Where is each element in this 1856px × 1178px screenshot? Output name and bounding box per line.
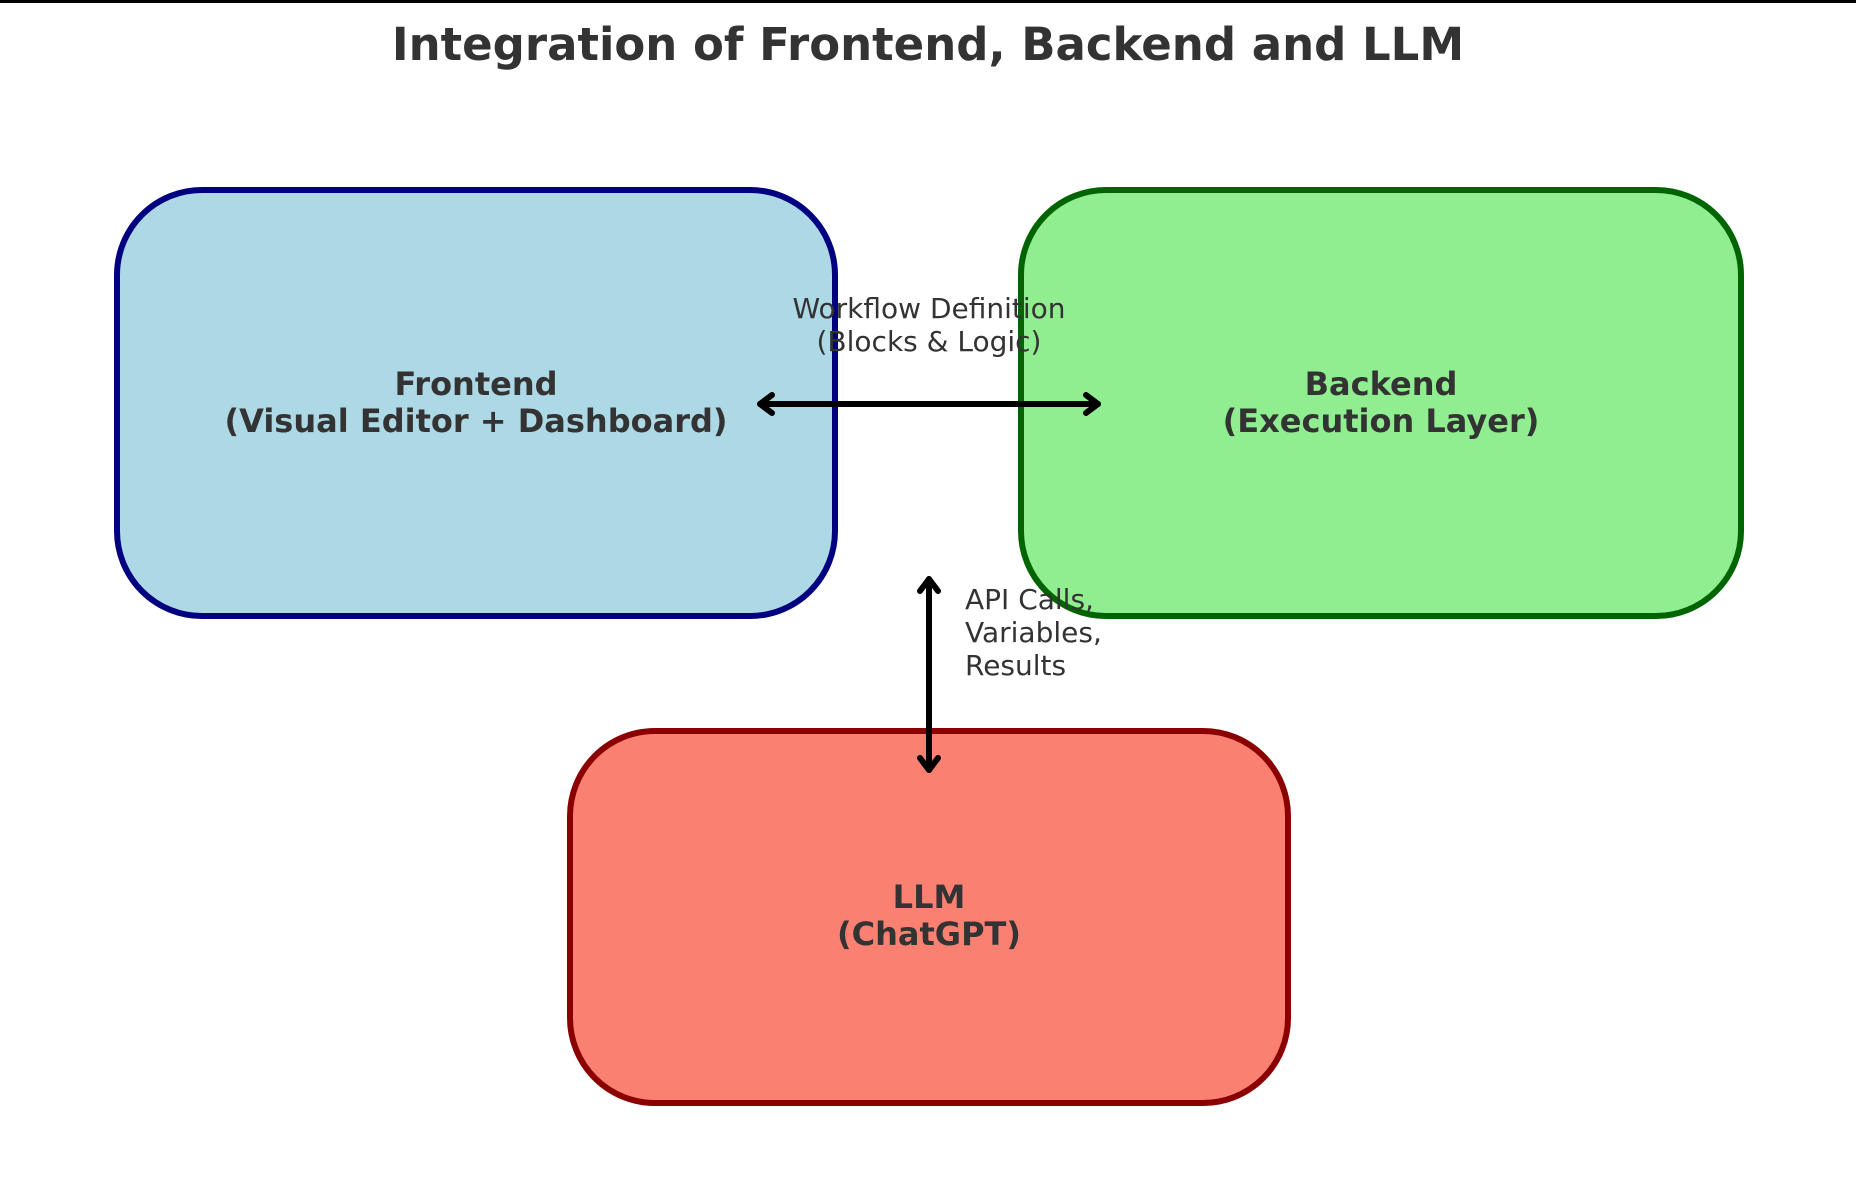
frontend-node	[114, 187, 838, 619]
diagram-title: Integration of Frontend, Backend and LLM	[391, 18, 1465, 71]
backend-node	[1018, 187, 1744, 619]
backend-label: Backend (Execution Layer)	[1222, 365, 1540, 440]
backend-llm-arrow	[917, 576, 941, 773]
frontend-backend-arrow	[757, 392, 1101, 416]
frontend-label: Frontend (Visual Editor + Dashboard)	[224, 365, 728, 440]
frontend-backend-edge-label: Workflow Definition (Blocks & Logic)	[792, 292, 1066, 358]
llm-node	[567, 728, 1291, 1106]
backend-llm-edge-label: API Calls, Variables, Results	[965, 583, 1102, 682]
top-border	[0, 0, 1856, 3]
llm-label: LLM (ChatGPT)	[837, 878, 1021, 953]
